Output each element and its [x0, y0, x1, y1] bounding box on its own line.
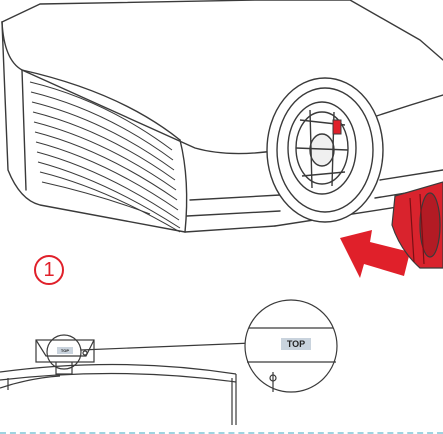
lens-top-label-small: TOP: [57, 347, 73, 354]
lens-top-label-zoomed: TOP: [281, 338, 311, 350]
section-divider: [0, 432, 443, 434]
insert-direction-arrow-icon: [340, 230, 410, 278]
lens-mount: [266, 77, 384, 223]
step-number-badge: 1: [34, 255, 64, 285]
vent-slats: [29, 81, 181, 233]
lens-icon: [391, 181, 443, 269]
lens-top-view: [0, 299, 338, 425]
